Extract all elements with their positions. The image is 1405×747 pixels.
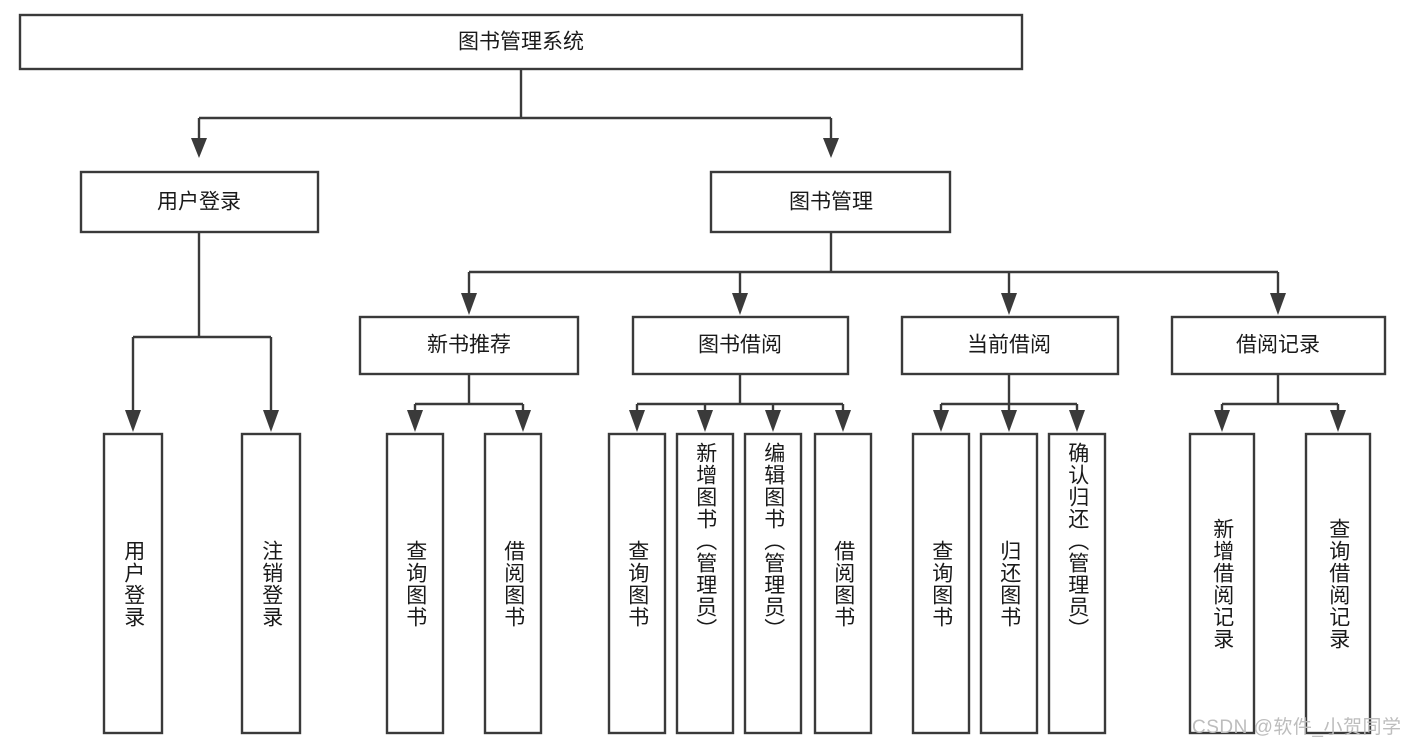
arrowhead-root-to-book-manage bbox=[823, 138, 839, 158]
leaf-box-book-borrow-1[interactable] bbox=[675, 432, 735, 735]
arrowhead-bm-to-current-borrow bbox=[1001, 293, 1017, 315]
node-book-management[interactable] bbox=[709, 170, 952, 234]
arrowhead-book-borrow-leaf-2 bbox=[765, 410, 781, 432]
node-book-borrow-label: 图书借阅 bbox=[698, 334, 782, 357]
arrowhead-bm-to-borrow-record bbox=[1270, 293, 1286, 315]
leaf-box-user-login-1[interactable] bbox=[240, 432, 302, 735]
node-borrow-record[interactable] bbox=[1170, 315, 1387, 376]
node-book-borrow[interactable] bbox=[631, 315, 850, 376]
arrowhead-new-book-leaf-0 bbox=[407, 410, 423, 432]
leaf-box-new-book-1[interactable] bbox=[483, 432, 543, 735]
node-borrow-record-label: 借阅记录 bbox=[1236, 334, 1320, 357]
arrowhead-bm-to-new-book bbox=[461, 293, 477, 315]
leaf-box-borrow-record-0[interactable] bbox=[1188, 432, 1256, 735]
leaf-box-user-login-0[interactable] bbox=[102, 432, 164, 735]
csdn-watermark: CSDN @软件_小贺同学 bbox=[1192, 717, 1402, 738]
arrowhead-book-borrow-leaf-1 bbox=[697, 410, 713, 432]
arrowhead-bm-to-borrow bbox=[732, 293, 748, 315]
leaf-box-current-borrow-0[interactable] bbox=[911, 432, 971, 735]
arrowhead-current-borrow-leaf-2 bbox=[1069, 410, 1085, 432]
leaf-box-current-borrow-2[interactable] bbox=[1047, 432, 1107, 735]
arrowhead-borrow-record-leaf-0 bbox=[1214, 410, 1230, 432]
node-book-management-label: 图书管理 bbox=[789, 191, 873, 214]
node-user-login-label: 用户登录 bbox=[157, 191, 241, 214]
leaf-box-book-borrow-0[interactable] bbox=[607, 432, 667, 735]
arrowhead-user-login-leaf-1 bbox=[263, 410, 279, 432]
arrowhead-user-login-leaf-0 bbox=[125, 410, 141, 432]
node-new-book-recommend-label: 新书推荐 bbox=[427, 334, 511, 357]
node-new-book-recommend[interactable] bbox=[358, 315, 580, 376]
arrowhead-book-borrow-leaf-3 bbox=[835, 410, 851, 432]
arrowhead-new-book-leaf-1 bbox=[515, 410, 531, 432]
arrowhead-current-borrow-leaf-0 bbox=[933, 410, 949, 432]
arrowhead-root-to-user-login bbox=[191, 138, 207, 158]
leaf-box-book-borrow-3[interactable] bbox=[813, 432, 873, 735]
leaf-box-current-borrow-1[interactable] bbox=[979, 432, 1039, 735]
node-current-borrow[interactable] bbox=[900, 315, 1120, 376]
leaf-box-borrow-record-1[interactable] bbox=[1304, 432, 1372, 735]
arrowhead-current-borrow-leaf-1 bbox=[1001, 410, 1017, 432]
node-root[interactable] bbox=[18, 13, 1024, 71]
leaf-box-new-book-0[interactable] bbox=[385, 432, 445, 735]
node-root-label: 图书管理系统 bbox=[458, 31, 584, 54]
arrowhead-book-borrow-leaf-0 bbox=[629, 410, 645, 432]
node-current-borrow-label: 当前借阅 bbox=[967, 334, 1051, 357]
arrowhead-borrow-record-leaf-1 bbox=[1330, 410, 1346, 432]
leaf-box-book-borrow-2[interactable] bbox=[743, 432, 803, 735]
